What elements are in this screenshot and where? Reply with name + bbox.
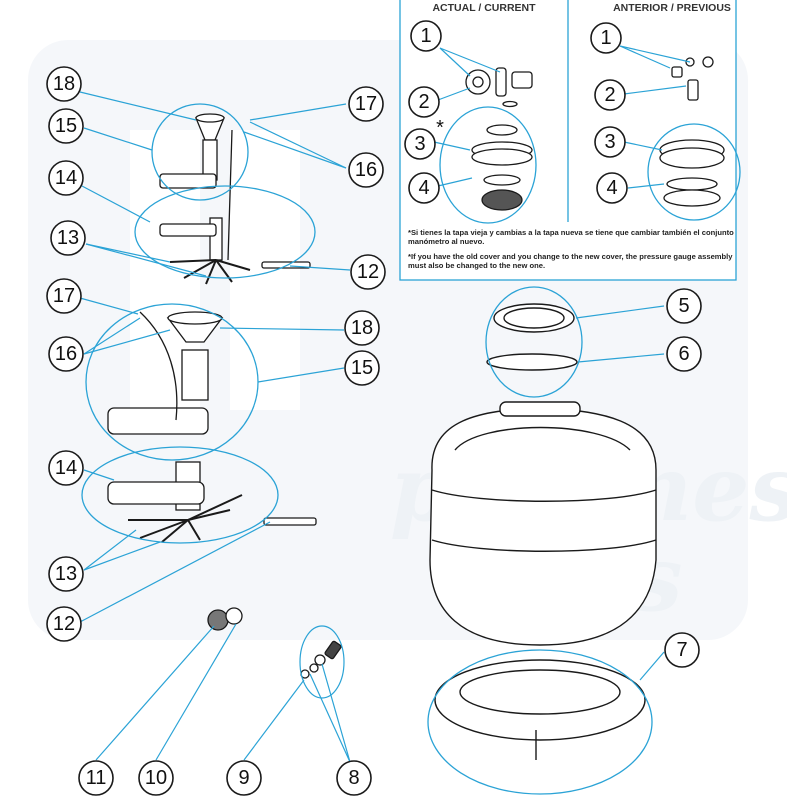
svg-text:16: 16 xyxy=(355,159,377,181)
svg-text:18: 18 xyxy=(53,73,75,95)
current-gauge-parts xyxy=(465,67,533,108)
callout-16-upper: 16 xyxy=(348,152,384,188)
callout-14-upper: 14 xyxy=(48,160,84,196)
note-english: *If you have the old cover and you chang… xyxy=(408,252,733,270)
callout-current-3: 3* xyxy=(404,117,444,160)
callout-16-lower: 16 xyxy=(48,336,84,372)
callout-18-upper: 18 xyxy=(46,66,82,102)
svg-text:4: 4 xyxy=(418,177,429,199)
svg-text:13: 13 xyxy=(57,227,79,249)
header-current: ACTUAL / CURRENT xyxy=(432,2,536,14)
callout-previous-2: 2 xyxy=(594,79,626,111)
callout-current-1: 1 xyxy=(410,20,442,52)
svg-text:14: 14 xyxy=(55,167,77,189)
tank-base xyxy=(434,659,646,760)
current-cover-parts xyxy=(471,124,533,211)
callout-current-2: 2 xyxy=(408,86,440,118)
callout-10: 10 xyxy=(138,760,174,796)
lower-collector-assembly xyxy=(107,311,317,543)
asterisk-marker: * xyxy=(436,117,444,139)
callout-12-upper: 12 xyxy=(350,254,386,290)
previous-gauge-parts xyxy=(671,56,714,101)
gauge-valve-parts xyxy=(300,640,342,679)
svg-text:13: 13 xyxy=(55,563,77,585)
note-spanish: *Si tienes la tapa vieja y cambias a la … xyxy=(408,228,734,246)
callout-8: 8 xyxy=(336,760,372,796)
svg-text:12: 12 xyxy=(53,613,75,635)
svg-text:9: 9 xyxy=(238,767,249,789)
svg-text:17: 17 xyxy=(355,93,377,115)
comparison-box: ACTUAL / CURRENT ANTERIOR / PREVIOUS xyxy=(399,0,741,281)
previous-cover-parts xyxy=(659,139,725,207)
svg-text:16: 16 xyxy=(55,343,77,365)
drain-plug-parts xyxy=(207,607,243,631)
svg-text:1: 1 xyxy=(600,27,611,49)
callout-6: 6 xyxy=(666,336,702,372)
callout-13-lower: 13 xyxy=(48,556,84,592)
svg-text:15: 15 xyxy=(55,115,77,137)
svg-text:6: 6 xyxy=(678,343,689,365)
callout-15-lower: 15 xyxy=(344,350,380,386)
lid-ring-parts xyxy=(486,303,578,371)
callout-11: 11 xyxy=(78,760,114,796)
svg-text:18: 18 xyxy=(351,317,373,339)
svg-text:2: 2 xyxy=(418,91,429,113)
svg-text:5: 5 xyxy=(678,295,689,317)
callout-5: 5 xyxy=(666,288,702,324)
callouts: 1 2 3* 4 1 2 3 4 18 15 14 13 17 16 12 17… xyxy=(46,20,702,796)
svg-text:17: 17 xyxy=(53,285,75,307)
callout-18-lower: 18 xyxy=(344,310,380,346)
svg-text:4: 4 xyxy=(606,177,617,199)
filter-tank xyxy=(429,401,657,646)
svg-text:2: 2 xyxy=(604,84,615,106)
callout-17-upper: 17 xyxy=(348,86,384,122)
callout-13-upper: 13 xyxy=(50,220,86,256)
callout-9: 9 xyxy=(226,760,262,796)
svg-text:14: 14 xyxy=(55,457,77,479)
callout-12-lower: 12 xyxy=(46,606,82,642)
svg-text:11: 11 xyxy=(86,767,107,789)
svg-text:3: 3 xyxy=(604,131,615,153)
svg-text:15: 15 xyxy=(351,357,373,379)
svg-text:3: 3 xyxy=(414,133,425,155)
callout-14-lower: 14 xyxy=(48,450,84,486)
svg-text:7: 7 xyxy=(676,639,687,661)
callout-previous-4: 4 xyxy=(596,172,628,204)
callout-current-4: 4 xyxy=(408,172,440,204)
svg-text:8: 8 xyxy=(348,767,359,789)
callout-7: 7 xyxy=(664,632,700,668)
leader-lines xyxy=(79,45,691,763)
svg-text:1: 1 xyxy=(420,25,431,47)
svg-text:12: 12 xyxy=(357,261,379,283)
header-previous: ANTERIOR / PREVIOUS xyxy=(613,2,731,14)
callout-17-lower: 17 xyxy=(46,278,82,314)
svg-text:10: 10 xyxy=(145,767,167,789)
callout-previous-3: 3 xyxy=(594,126,626,158)
callout-15-upper: 15 xyxy=(48,108,84,144)
callout-previous-1: 1 xyxy=(590,22,622,54)
